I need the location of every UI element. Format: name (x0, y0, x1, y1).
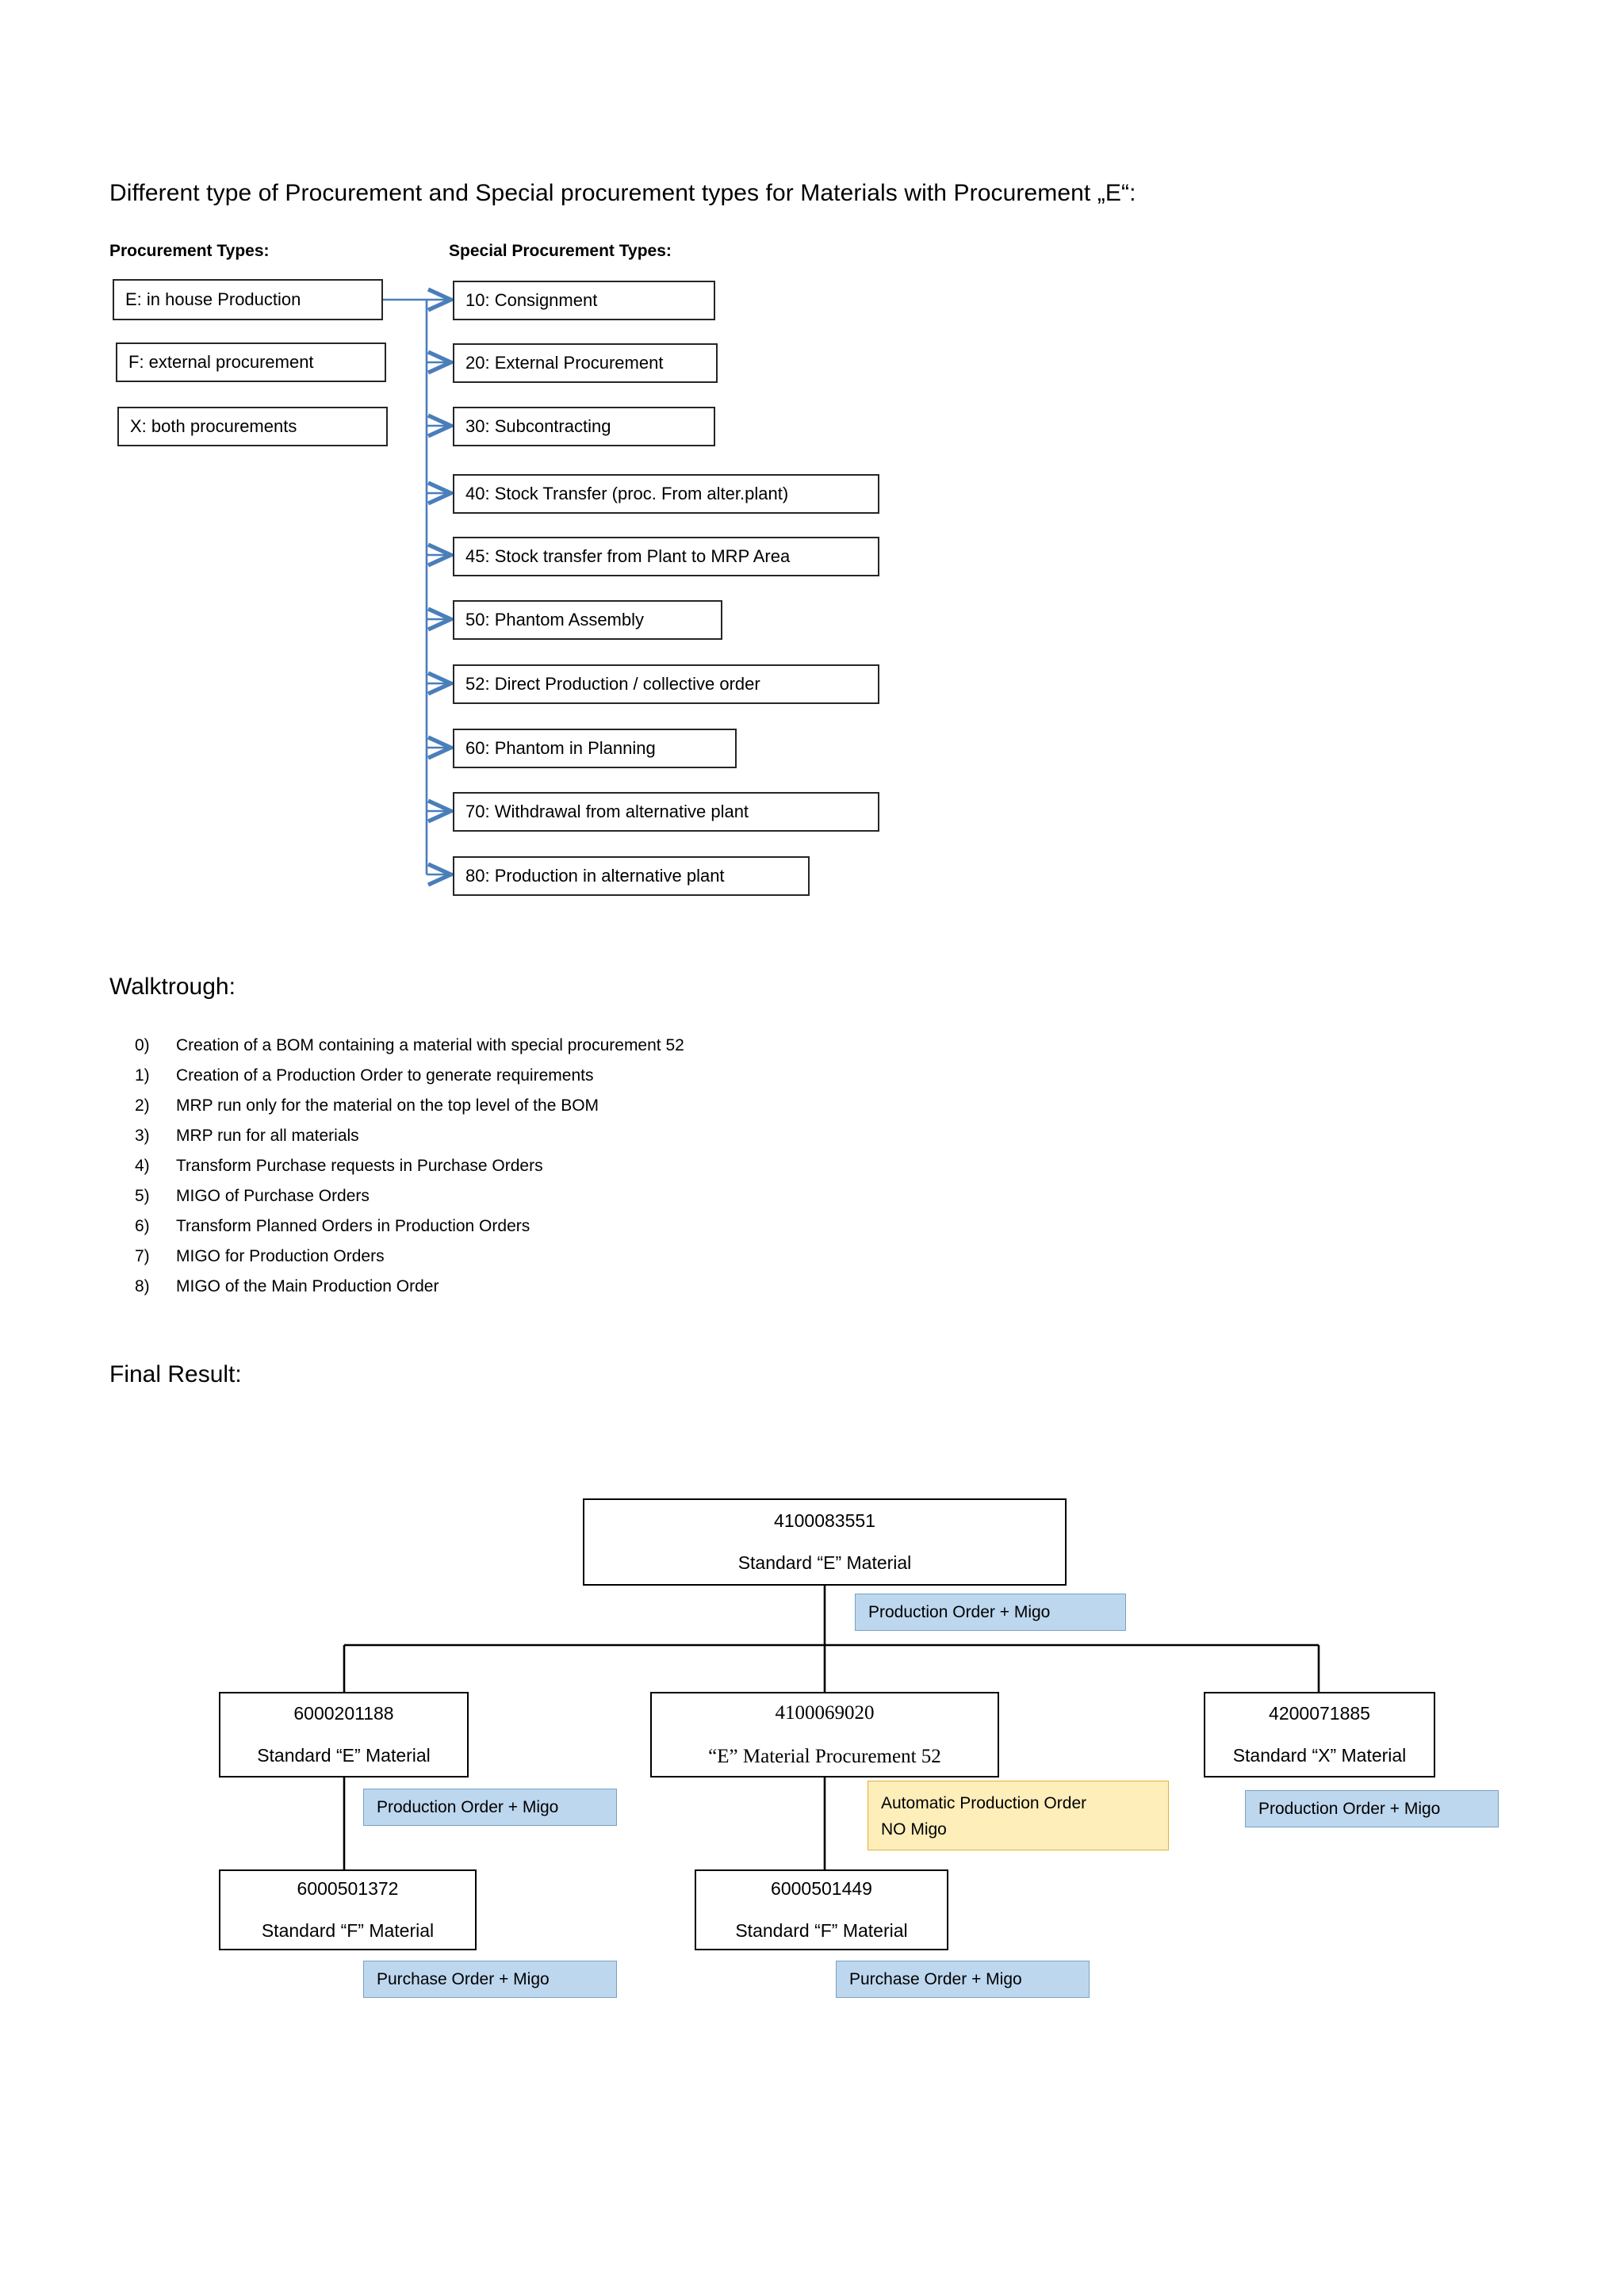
walkthrough-item-number: 7) (135, 1247, 150, 1265)
special-procurement-label: 50: Phantom Assembly (465, 609, 645, 629)
special-procurement-label: 70: Withdrawal from alternative plant (465, 801, 749, 821)
walkthrough-item: 0) Creation of a BOM containing a materi… (135, 1036, 1086, 1066)
page-title: Different type of Procurement and Specia… (109, 180, 1136, 206)
tree-note-line-2: NO Migo (881, 1820, 947, 1839)
special-procurement-label: 10: Consignment (465, 289, 598, 310)
tree-note-4100069020: Automatic Production Order NO Migo (868, 1781, 1169, 1850)
special-procurement-box-70: 70: Withdrawal from alternative plant (453, 792, 879, 832)
tree-node-6000501449: 6000501449 Standard “F” Material (695, 1869, 948, 1950)
tree-node-id: 4100083551 (774, 1510, 875, 1531)
walkthrough-item: 2) MRP run only for the material on the … (135, 1096, 1086, 1127)
walkthrough-item-text: MIGO for Production Orders (176, 1247, 385, 1265)
tree-node-6000201188: 6000201188 Standard “E” Material (219, 1692, 469, 1777)
special-procurement-label: 80: Production in alternative plant (465, 865, 725, 886)
tree-node-desc: Standard “F” Material (735, 1920, 908, 1941)
procurement-types-heading: Procurement Types: (109, 242, 270, 260)
walkthrough-item-number: 8) (135, 1277, 150, 1295)
special-procurement-box-52: 52: Direct Production / collective order (453, 664, 879, 704)
special-procurement-box-10: 10: Consignment (453, 281, 715, 320)
procurement-type-label: F: external procurement (128, 351, 314, 372)
walkthrough-item: 8) MIGO of the Main Production Order (135, 1277, 1086, 1307)
walkthrough-item-text: MRP run for all materials (176, 1127, 359, 1145)
special-procurement-box-50: 50: Phantom Assembly (453, 600, 722, 640)
walkthrough-item-number: 5) (135, 1187, 150, 1205)
special-procurement-box-80: 80: Production in alternative plant (453, 856, 810, 896)
walkthrough-item-number: 6) (135, 1217, 150, 1235)
procurement-type-box-f: F: external procurement (116, 342, 386, 382)
tree-node-id: 6000501449 (771, 1878, 872, 1899)
final-result-heading: Final Result: (109, 1361, 242, 1387)
walkthrough-list: 0) Creation of a BOM containing a materi… (135, 1036, 1086, 1307)
tree-node-desc: Standard “E” Material (737, 1552, 912, 1573)
walkthrough-item: 7) MIGO for Production Orders (135, 1247, 1086, 1277)
special-procurement-types-heading: Special Procurement Types: (449, 242, 672, 260)
special-procurement-box-40: 40: Stock Transfer (proc. From alter.pla… (453, 474, 879, 514)
walkthrough-item-text: Creation of a Production Order to genera… (176, 1066, 594, 1085)
special-procurement-label: 52: Direct Production / collective order (465, 673, 760, 694)
tree-node-id: 4200071885 (1269, 1703, 1370, 1724)
special-procurement-label: 30: Subcontracting (465, 415, 611, 436)
special-procurement-box-60: 60: Phantom in Planning (453, 729, 737, 768)
walkthrough-item-number: 4) (135, 1157, 150, 1175)
walkthrough-item-number: 2) (135, 1096, 150, 1115)
walkthrough-item: 3) MRP run for all materials (135, 1127, 1086, 1157)
tree-node-6000501372: 6000501372 Standard “F” Material (219, 1869, 477, 1950)
special-procurement-label: 40: Stock Transfer (proc. From alter.pla… (465, 483, 789, 503)
procurement-type-box-x: X: both procurements (117, 407, 388, 446)
tree-node-desc: “E” Material Procurement 52 (708, 1746, 941, 1767)
tree-note-line-1: Automatic Production Order (881, 1794, 1087, 1812)
tree-node-id: 4100069020 (775, 1702, 875, 1724)
tree-node-4100069020: 4100069020 “E” Material Procurement 52 (650, 1692, 999, 1777)
procurement-type-label: E: in house Production (125, 289, 301, 309)
special-procurement-label: 20: External Procurement (465, 352, 664, 373)
walkthrough-item: 6) Transform Planned Orders in Productio… (135, 1217, 1086, 1247)
tree-badge-6000501372: Purchase Order + Migo (363, 1961, 617, 1998)
walkthrough-item-text: MRP run only for the material on the top… (176, 1096, 599, 1115)
tree-node-id: 6000501372 (297, 1878, 399, 1899)
walkthrough-item: 1) Creation of a Production Order to gen… (135, 1066, 1086, 1096)
tree-node-desc: Standard “X” Material (1232, 1745, 1407, 1766)
walkthrough-item-number: 1) (135, 1066, 150, 1085)
walkthrough-item: 5) MIGO of Purchase Orders (135, 1187, 1086, 1217)
walkthrough-item: 4) Transform Purchase requests in Purcha… (135, 1157, 1086, 1187)
walkthrough-item-number: 3) (135, 1127, 150, 1145)
walkthrough-item-number: 0) (135, 1036, 150, 1054)
special-procurement-box-30: 30: Subcontracting (453, 407, 715, 446)
walkthrough-item-text: MIGO of Purchase Orders (176, 1187, 370, 1205)
special-procurement-label: 45: Stock transfer from Plant to MRP Are… (465, 545, 791, 566)
walkthrough-item-text: Creation of a BOM containing a material … (176, 1036, 684, 1054)
special-procurement-box-45: 45: Stock transfer from Plant to MRP Are… (453, 537, 879, 576)
tree-node-desc: Standard “F” Material (261, 1920, 435, 1941)
tree-badge-4200071885: Production Order + Migo (1245, 1790, 1499, 1827)
special-procurement-label: 60: Phantom in Planning (465, 737, 656, 758)
procurement-type-box-e: E: in house Production (113, 279, 383, 320)
walkthrough-heading: Walktrough: (109, 974, 236, 1000)
walkthrough-item-text: Transform Purchase requests in Purchase … (176, 1157, 543, 1175)
special-procurement-box-20: 20: External Procurement (453, 343, 718, 383)
tree-node-root: 4100083551 Standard “E” Material (583, 1498, 1067, 1586)
tree-badge-6000501449: Purchase Order + Migo (836, 1961, 1090, 1998)
walkthrough-item-text: MIGO of the Main Production Order (176, 1277, 439, 1295)
tree-badge-root: Production Order + Migo (855, 1594, 1126, 1631)
tree-node-id: 6000201188 (293, 1703, 394, 1724)
tree-badge-6000201188: Production Order + Migo (363, 1789, 617, 1826)
tree-node-4200071885: 4200071885 Standard “X” Material (1204, 1692, 1435, 1777)
procurement-type-label: X: both procurements (130, 415, 297, 436)
tree-node-desc: Standard “E” Material (257, 1745, 431, 1766)
walkthrough-item-text: Transform Planned Orders in Production O… (176, 1217, 530, 1235)
